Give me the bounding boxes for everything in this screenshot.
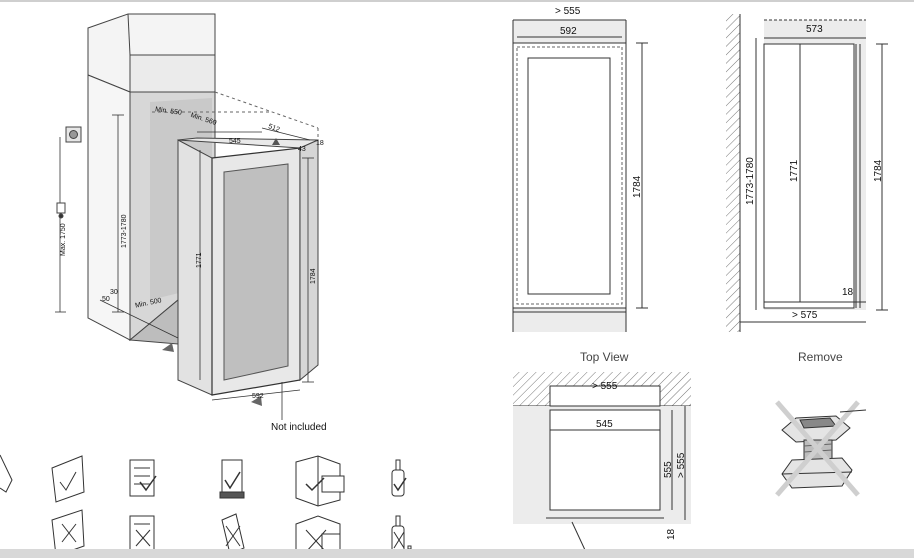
oven-ok-icon	[295, 455, 345, 507]
front-dim-592: 592	[560, 26, 577, 37]
manual-no-icon	[51, 509, 85, 557]
not-included-note: Not included	[271, 422, 327, 433]
cooler-glass	[223, 163, 289, 381]
side-dim-573: 573	[806, 24, 823, 35]
dim-30: 30	[110, 289, 118, 296]
bottle-no-icon	[391, 515, 412, 555]
shelf-ok-icon	[129, 459, 157, 497]
dim-50: 50	[102, 296, 110, 303]
shelf-no-icon	[129, 515, 155, 553]
front-cooler	[512, 42, 627, 309]
manual-ok-icon	[51, 455, 85, 503]
top-border	[0, 0, 914, 2]
oven-no-icon	[295, 515, 341, 557]
cross-icon	[775, 400, 860, 497]
side-wall-hatch	[726, 14, 740, 332]
door-no-icon	[221, 513, 245, 555]
top-dim-gt555: > 555	[592, 381, 618, 392]
side-dim-18: 18	[842, 287, 854, 298]
dim-545: 545	[229, 138, 241, 145]
dim-43: 43	[298, 146, 306, 153]
bottom-strip	[0, 549, 914, 558]
dim-18: 18	[316, 140, 324, 147]
dim-592: 592	[252, 393, 264, 400]
caption-top-view: Top View	[580, 350, 629, 364]
bottle-ok-icon	[391, 459, 407, 497]
front-dim-gt555: > 555	[555, 6, 581, 17]
caption-remove: Remove	[798, 350, 843, 364]
door-ok-icon	[219, 459, 245, 499]
side-dim-gt575: > 575	[792, 310, 818, 321]
plug-icon	[56, 202, 66, 214]
side-cooler	[763, 43, 855, 309]
front-glass	[527, 57, 611, 295]
top-dim-545: 545	[596, 419, 613, 430]
